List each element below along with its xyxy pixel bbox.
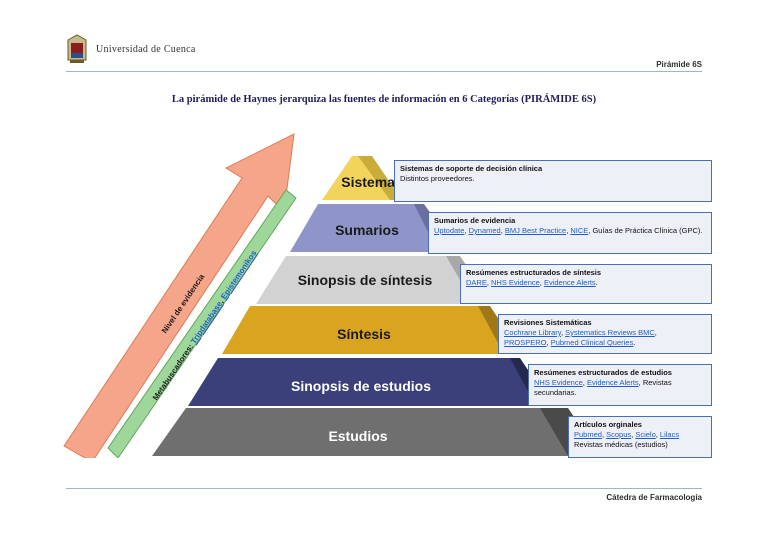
level-label-sumarios: Sumarios (335, 222, 399, 238)
university-crest-icon (67, 34, 87, 63)
level-label-estudios: Estudios (328, 428, 388, 444)
link-scopus[interactable]: Scopus (606, 430, 632, 439)
link-sr-bmc[interactable]: Systematics Reviews BMC (565, 328, 655, 337)
info-heading: Artículos orginales (574, 420, 642, 429)
level-sinopsis-estudios (188, 358, 536, 406)
link-nhs-evidence[interactable]: NHS Evidence (534, 378, 583, 387)
info-tail: , Guías de Práctica Clínica (GPC). (588, 226, 703, 235)
evidence-arrow (63, 133, 295, 458)
header-tag: Pirámide 6S (656, 60, 702, 69)
info-heading: Resúmenes estructurados de estudios (534, 368, 672, 377)
info-heading: Sistemas de soporte de decisión clínica (400, 164, 543, 173)
info-text: Distintos proveedores. (400, 174, 475, 183)
link-dynamed[interactable]: Dynamed (468, 226, 501, 235)
link-prospero[interactable]: PROSPERO (504, 338, 547, 347)
level-label-sintesis: Síntesis (337, 326, 391, 342)
info-box-sinopsis-sintesis: Resúmenes estructurados de síntesis DARE… (460, 264, 712, 304)
level-sinopsis-sintesis (256, 256, 474, 304)
level-label-sinopsis-sintesis: Sinopsis de síntesis (297, 272, 433, 288)
level-sumarios (290, 204, 438, 252)
link-bmj[interactable]: BMJ Best Practice (504, 226, 567, 235)
info-text: Revistas médicas (estudios) (574, 440, 668, 449)
level-sintesis (222, 306, 504, 354)
info-heading: Revisiones Sistemáticas (504, 318, 592, 327)
link-evidence-alerts[interactable]: Evidence Alerts (543, 278, 596, 287)
evidence-arrows (63, 133, 297, 458)
info-tail: , Revistas secundarias. (534, 378, 672, 397)
info-heading: Sumarios de evidencia (434, 216, 516, 225)
link-evidence-alerts[interactable]: Evidence Alerts (586, 378, 639, 387)
link-pubmed-cq[interactable]: Pubmed Clinical Queries (550, 338, 634, 347)
info-box-sistemas: Sistemas de soporte de decisión clínica … (394, 160, 712, 202)
level-label-sinopsis-estudios: Sinopsis de estudios (290, 378, 432, 394)
link-uptodate[interactable]: Uptodate (434, 226, 465, 235)
header-divider (66, 71, 702, 72)
link-nhs-evidence[interactable]: NHS Evidence (491, 278, 540, 287)
level-estudios (152, 408, 568, 456)
info-box-estudios: Artículos orginales Pubmed, Scopus, Scie… (568, 416, 712, 458)
university-name: Universidad de Cuenca (96, 44, 196, 55)
info-heading: Resúmenes estructurados de síntesis (466, 268, 602, 277)
link-lilacs[interactable]: Lilacs (659, 430, 680, 439)
footer-text: Cátedra de Farmacología (606, 493, 702, 502)
level-sistemas (322, 156, 390, 200)
info-box-sumarios: Sumarios de evidencia Uptodate, Dynamed,… (428, 212, 712, 254)
link-nice[interactable]: NICE (570, 226, 589, 235)
footer-divider (66, 488, 702, 489)
link-cochrane[interactable]: Cochrane Library (504, 328, 561, 337)
link-dare[interactable]: DARE (466, 278, 487, 287)
info-box-sinopsis-estudios: Resúmenes estructurados de estudios NHS … (528, 364, 712, 406)
link-pubmed[interactable]: Pubmed (574, 430, 602, 439)
level-label-sistemas: Sistemas (341, 174, 403, 190)
link-scielo[interactable]: Scielo (635, 430, 656, 439)
info-box-sintesis: Revisiones Sistemáticas Cochrane Library… (498, 314, 712, 354)
page-title: La pirámide de Haynes jerarquiza las fue… (171, 94, 597, 105)
metasearch-bar (107, 189, 297, 458)
